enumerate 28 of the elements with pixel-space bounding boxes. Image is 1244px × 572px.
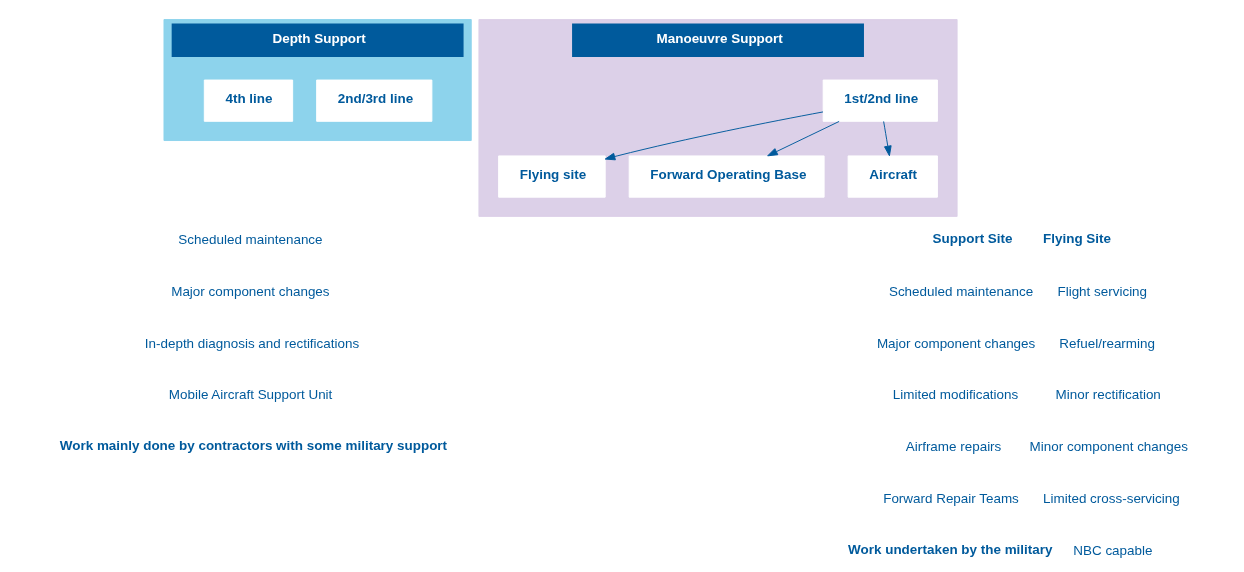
label: Support Site	[932, 230, 1013, 246]
label: Minor rectification	[1055, 387, 1161, 403]
node-box: Flying site	[498, 155, 606, 198]
label: In-depth diagnosis and rectifications	[144, 335, 360, 351]
label: Flight servicing	[1057, 283, 1148, 299]
node-box: 1st/2nd line	[822, 79, 938, 122]
label: Limited cross-servicing	[1043, 491, 1180, 507]
label: Forward Repair Teams	[883, 491, 1019, 507]
label: Limited modifications	[892, 387, 1019, 403]
node-box: 4th line	[203, 79, 294, 122]
node-box: Forward Operating Base	[628, 155, 825, 198]
label: Major component changes	[876, 335, 1036, 351]
node-box: Aircraft	[847, 155, 938, 198]
label: Major component changes	[171, 283, 330, 299]
label: Minor component changes	[1029, 439, 1188, 455]
label: NBC capable	[1073, 543, 1153, 559]
arrow	[604, 111, 824, 161]
node-box: 2nd/3rd line	[316, 79, 433, 122]
label: Scheduled maintenance	[888, 283, 1034, 299]
label: Refuel/rearming	[1059, 335, 1155, 351]
label: Mobile Aircraft Support Unit	[168, 387, 333, 403]
label: Scheduled maintenance	[178, 231, 323, 247]
label: Flying Site	[1043, 230, 1111, 246]
label: Work undertaken by the military	[848, 542, 1053, 558]
arrow	[767, 120, 840, 157]
label: Airframe repairs	[905, 439, 1002, 455]
arrow	[883, 120, 892, 157]
label: Work mainly done by contractors with some military support	[59, 438, 448, 454]
